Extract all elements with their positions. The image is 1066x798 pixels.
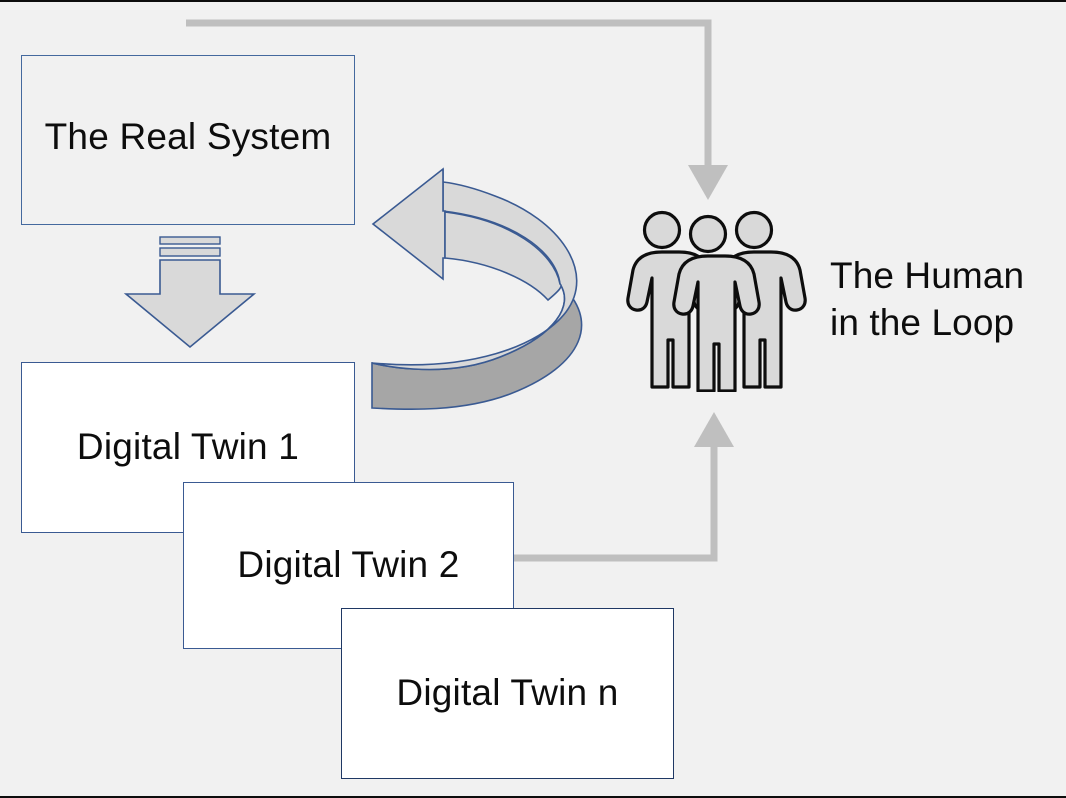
ribbon-front-band	[371, 283, 583, 411]
block-down-arrow-to-digital-twin-1	[123, 236, 257, 349]
node-digital-twin-2-label: Digital Twin 2	[237, 544, 460, 586]
people-svg	[626, 210, 807, 393]
down-arrow-body	[123, 259, 257, 349]
human-label-line-1: The Human	[830, 255, 1025, 296]
connector-line-real-system-to-humans	[186, 19, 712, 172]
connector-digital-twin-2-to-humans	[514, 412, 734, 562]
connector-real-system-to-humans	[186, 19, 728, 200]
node-real-system-label: The Real System	[44, 115, 332, 157]
slide-bottom-edge	[0, 796, 1066, 798]
arrowhead-down-to-humans	[688, 165, 728, 200]
node-digital-twin-n-label: Digital Twin n	[396, 672, 619, 714]
node-digital-twin-1-label: Digital Twin 1	[76, 426, 300, 468]
node-digital-twin-n[interactable]: Digital Twin n	[341, 608, 674, 779]
human-label-line-2: in the Loop	[830, 302, 1015, 344]
arrowhead-up-to-humans	[694, 412, 734, 447]
people-group-icon	[618, 210, 818, 393]
connector-line-digital-twin-2-to-humans	[514, 438, 718, 562]
ribbon-arrowhead	[371, 167, 446, 281]
down-arrow-stripe-1	[159, 236, 221, 245]
human-in-the-loop-label: The Human in the Loop	[830, 252, 1065, 347]
circular-feedback-arrow	[371, 167, 583, 411]
slide-top-edge	[0, 0, 1066, 2]
ribbon-inner-tail	[444, 211, 562, 302]
down-arrow-stripe-2	[159, 247, 221, 257]
node-real-system[interactable]: The Real System	[21, 55, 355, 225]
